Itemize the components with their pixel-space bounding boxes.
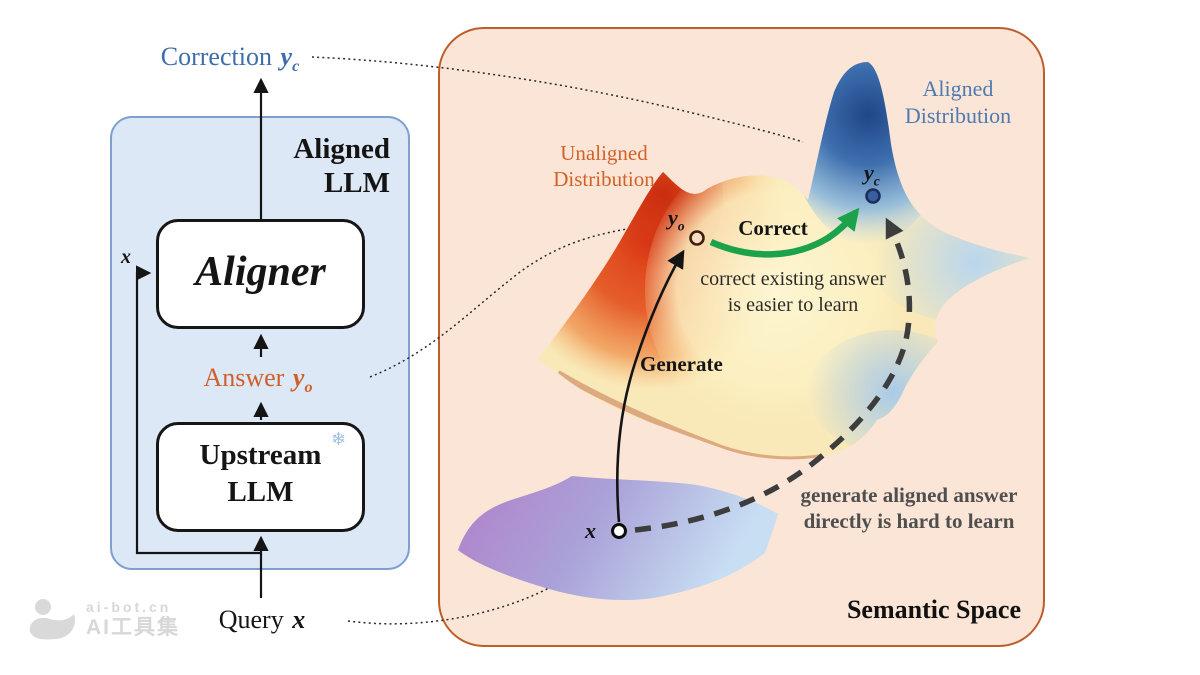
aligner-module-box: Aligner [156, 219, 365, 329]
generate-arrow-label: Generate [640, 352, 723, 376]
watermark-name: AI工具集 [86, 615, 180, 639]
watermark: ai-bot.cn AI工具集 [26, 598, 180, 642]
x-branch-label: x [121, 246, 131, 268]
aligner-module-label: Aligner [195, 249, 326, 295]
aligned-distribution-label: Aligned Distribution [904, 76, 1012, 128]
x-point-label: x [585, 518, 596, 543]
yc-point-label: yc [864, 160, 880, 189]
unaligned-distribution-label: Unaligned Distribution [553, 141, 655, 192]
semantic-space-title: Semantic Space [846, 595, 1021, 624]
correct-note: correct existing answer is easier to lea… [700, 268, 886, 316]
yo-point-label: yo [668, 205, 685, 234]
ai-bot-logo-icon [29, 599, 76, 640]
aligned-llm-title: Aligned LLM [293, 133, 390, 199]
snowflake-icon: ❄ [331, 429, 347, 449]
generate-note: generate aligned answer directly is hard… [800, 483, 1018, 533]
correct-arrow-label: Correct [738, 216, 808, 240]
watermark-site: ai-bot.cn [86, 599, 172, 616]
